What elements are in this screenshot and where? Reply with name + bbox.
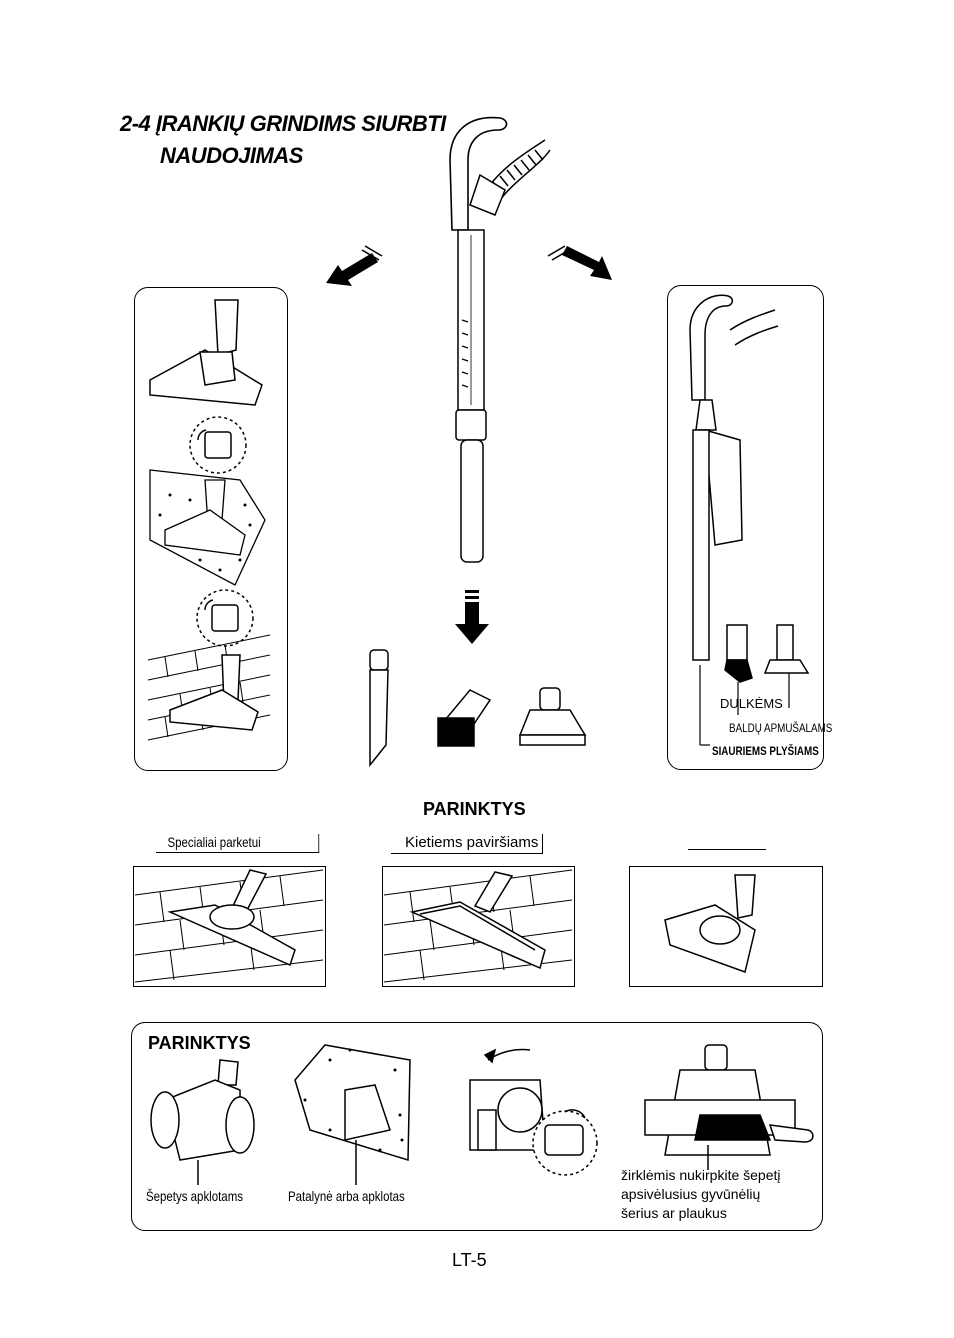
bedding-illustration: [295, 1045, 410, 1185]
caption-turbo-brush: Šepetys apklotams: [146, 1188, 243, 1204]
scissors-brush-illustration: [645, 1045, 813, 1170]
caption-clean-line2: apsivėlusius gyvūnėlių: [621, 1186, 760, 1202]
caption-bedding: Patalynė arba apklotas: [288, 1188, 405, 1204]
caption-clean-line1: žirklėmis nukirpkite šepetį: [621, 1167, 781, 1183]
turbo-cleaning-illustration: [470, 1049, 597, 1175]
caption-clean-line3: šerius ar plaukus: [621, 1205, 727, 1221]
page-number: LT-5: [452, 1250, 487, 1271]
